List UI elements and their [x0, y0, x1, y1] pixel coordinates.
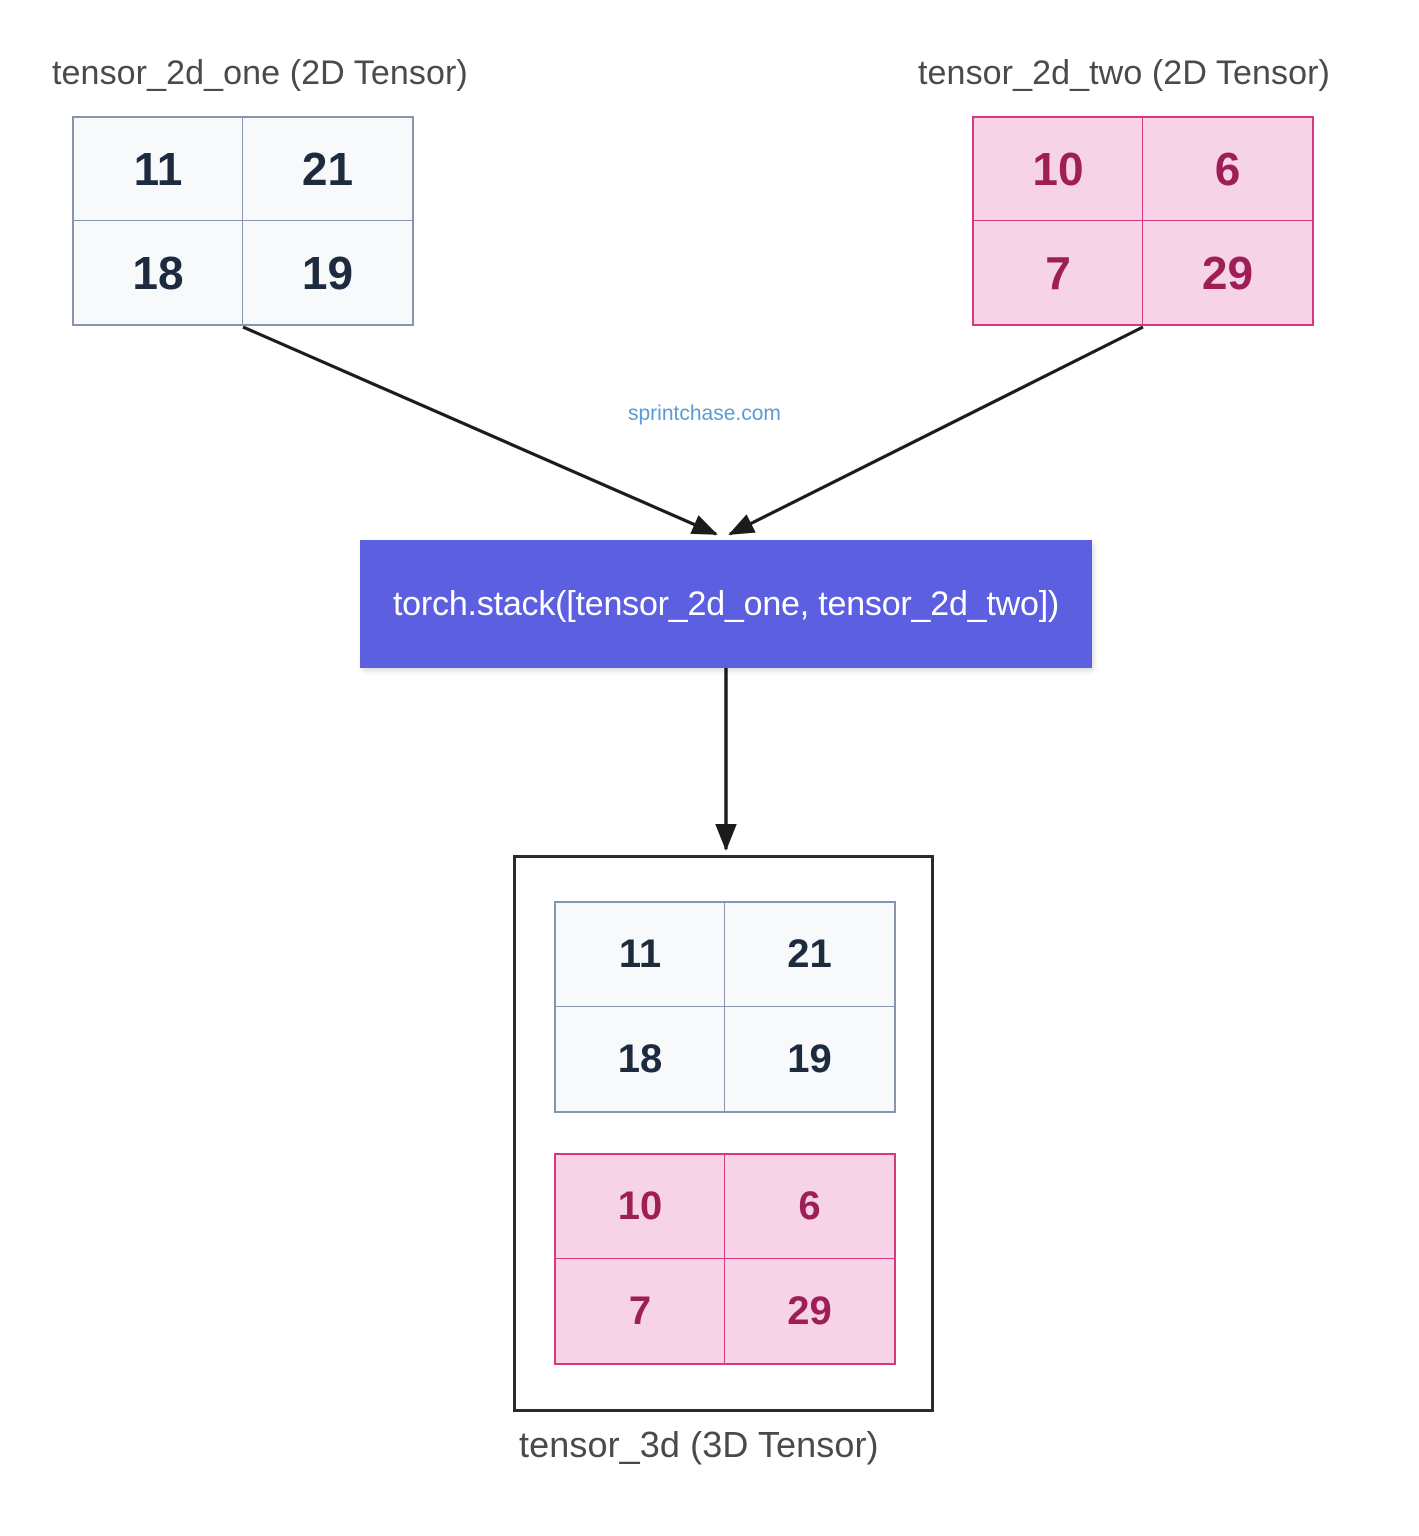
tensor-two-caption: tensor_2d_two (2D Tensor): [918, 54, 1330, 92]
tensor-3d-slice-two-grid: 10 6 7 29: [554, 1153, 896, 1365]
slice-two-cell-0-0: 10: [556, 1155, 725, 1259]
slice-two-cell-0-1: 6: [725, 1155, 894, 1259]
tensor-2d-two-grid: 10 6 7 29: [972, 116, 1314, 326]
slice-one-cell-1-0: 18: [556, 1007, 725, 1111]
tensor-3d-caption: tensor_3d (3D Tensor): [519, 1424, 879, 1465]
tensor-two-cell-1-1: 29: [1143, 221, 1312, 324]
slice-two-cell-1-0: 7: [556, 1259, 725, 1363]
tensor-two-cell-0-0: 10: [974, 118, 1143, 221]
tensor-3d-slice-one-grid: 11 21 18 19: [554, 901, 896, 1113]
slice-two-cell-1-1: 29: [725, 1259, 894, 1363]
operation-label: torch.stack([tensor_2d_one, tensor_2d_tw…: [392, 584, 1060, 623]
tensor-two-cell-0-1: 6: [1143, 118, 1312, 221]
watermark: sprintchase.com: [628, 402, 781, 425]
tensor-one-cell-0-1: 21: [243, 118, 412, 221]
tensor-2d-one-grid: 11 21 18 19: [72, 116, 414, 326]
tensor-one-cell-1-0: 18: [74, 221, 243, 324]
tensor-one-caption: tensor_2d_one (2D Tensor): [52, 54, 468, 92]
slice-one-cell-0-1: 21: [725, 903, 894, 1007]
tensor-one-cell-1-1: 19: [243, 221, 412, 324]
tensor-one-cell-0-0: 11: [74, 118, 243, 221]
slice-one-cell-1-1: 19: [725, 1007, 894, 1111]
arrow-tensor-two-to-op: [728, 325, 1144, 536]
arrow-tensor-one-to-op: [242, 325, 718, 536]
operation-box: torch.stack([tensor_2d_one, tensor_2d_tw…: [360, 540, 1092, 668]
slice-one-cell-0-0: 11: [556, 903, 725, 1007]
tensor-two-cell-1-0: 7: [974, 221, 1143, 324]
